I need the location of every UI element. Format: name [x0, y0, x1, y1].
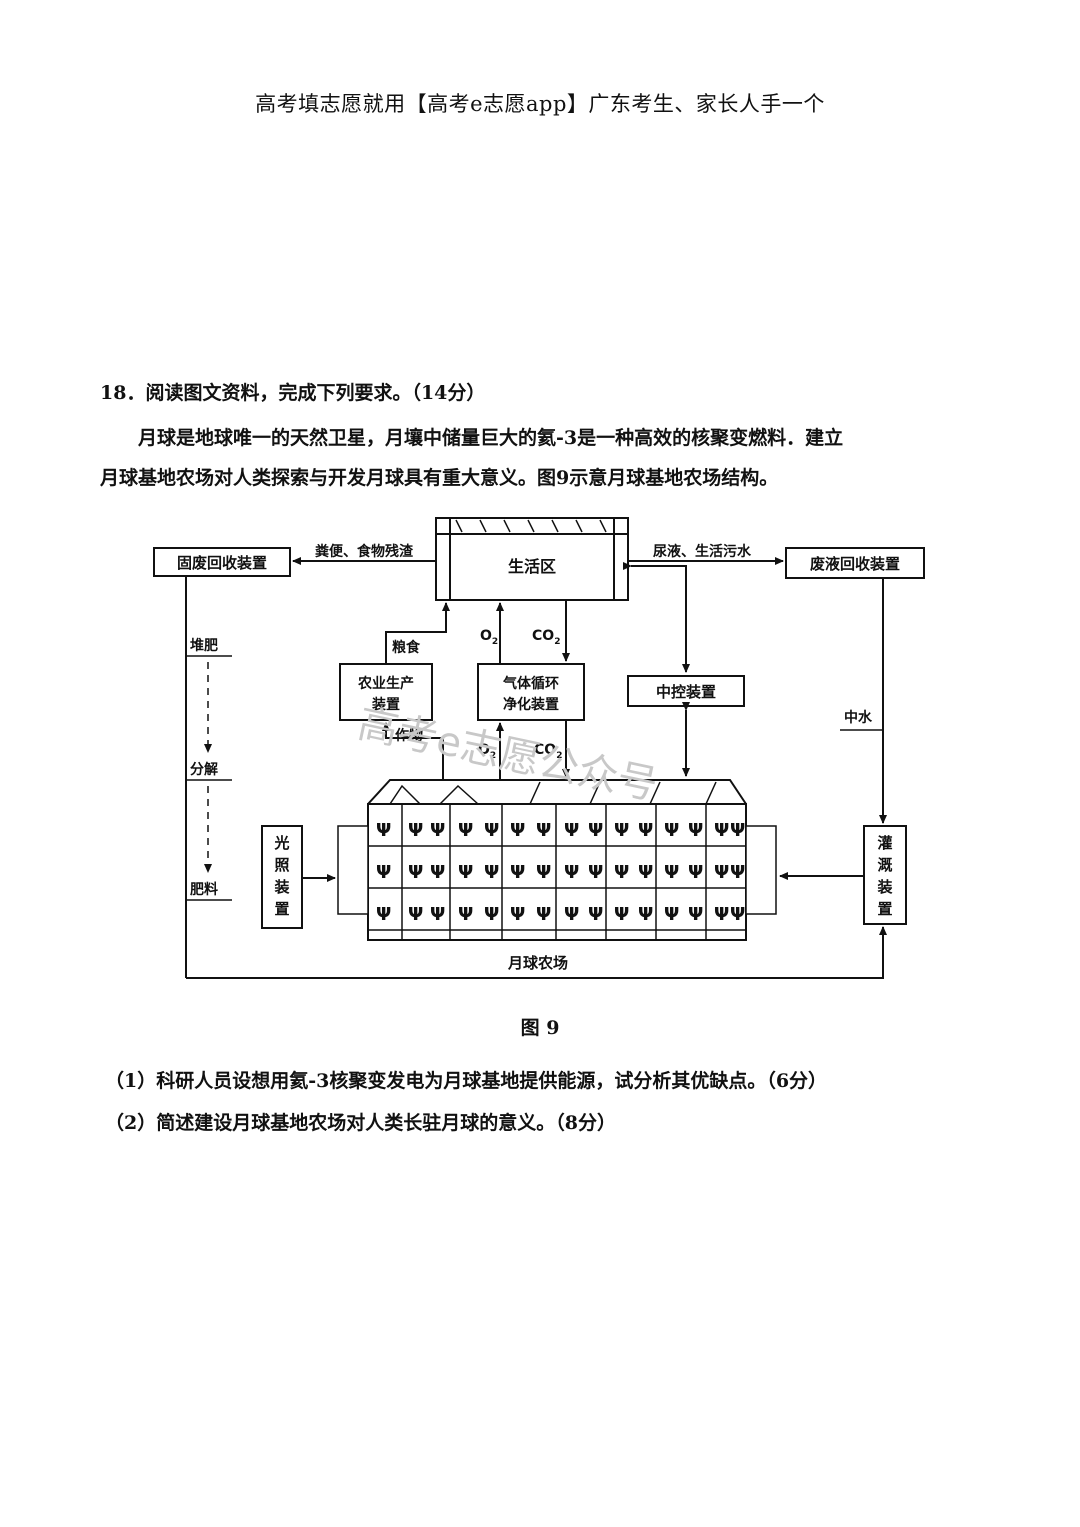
light-char-4: 置 [274, 900, 289, 918]
plant-icon: Ψ [714, 904, 729, 925]
figure-caption: 图 9 [520, 1017, 560, 1039]
plant-icon: Ψ [536, 820, 551, 841]
urine-sewage-label: 尿液、生活污水 [653, 543, 752, 560]
plant-icon: Ψ [638, 862, 653, 883]
sub-question-1: （1）科研人员设想用氦-3核聚变发电为月球基地提供能源，试分析其优缺点。（6分） [105, 1070, 828, 1092]
question-title: 18．阅读图文资料，完成下列要求。（14分） [100, 382, 486, 404]
plant-icon: Ψ [536, 862, 551, 883]
plant-icon: Ψ [510, 862, 525, 883]
plant-icon: Ψ [564, 904, 579, 925]
plant-icon: Ψ [730, 904, 745, 925]
plant-icon: Ψ [688, 862, 703, 883]
control-living-arrow [623, 562, 690, 673]
plant-icon: Ψ [408, 862, 423, 883]
fertilizer-return-arrow [186, 926, 887, 979]
plant-icon: Ψ [458, 904, 473, 925]
plant-icon: Ψ [458, 862, 473, 883]
plant-icon: Ψ [730, 820, 745, 841]
living-area: 生活区 [435, 517, 629, 601]
plant-icon: Ψ [430, 862, 445, 883]
light-char-2: 照 [274, 856, 289, 874]
plant-icon: Ψ [614, 820, 629, 841]
light-char-1: 光 [273, 834, 289, 852]
plant-icon: Ψ [614, 904, 629, 925]
co2-label-bottom: CO2 [534, 742, 562, 761]
plant-icon: Ψ [376, 862, 391, 883]
o2-label-top: O2 [480, 628, 498, 647]
plant-icon: Ψ [664, 862, 679, 883]
plant-icon: Ψ [714, 820, 729, 841]
plant-icon: Ψ [430, 904, 445, 925]
plant-icon: Ψ [484, 904, 499, 925]
sub-question-2: （2）简述建设月球基地农场对人类长驻月球的意义。（8分） [105, 1112, 616, 1134]
co2-label-top: CO2 [532, 628, 560, 647]
control-label: 中控装置 [656, 683, 716, 701]
plant-icon: Ψ [664, 820, 679, 841]
farm-label: 月球农场 [507, 954, 568, 972]
living-area-label: 生活区 [508, 557, 556, 576]
plant-icon: Ψ [484, 862, 499, 883]
grain-label: 粮食 [392, 639, 421, 656]
crops-label: 作物 [395, 727, 423, 744]
lunar-farm-diagram: 生活区 固废回收装置 废液回收装置 粪便、食物残渣 尿液、生活污水 农业生产 装… [153, 517, 925, 979]
irrigation-char-3: 装 [876, 878, 893, 896]
plant-icon: Ψ [510, 904, 525, 925]
grain-arrow [385, 602, 450, 664]
solid-waste-label: 固废回收装置 [177, 554, 267, 572]
feces-food-label: 粪便、食物残渣 [315, 543, 414, 560]
plant-icon: Ψ [688, 904, 703, 925]
compost-label: 堆肥 [190, 637, 218, 654]
solid-waste-box [153, 547, 291, 577]
plant-icon: Ψ [376, 820, 391, 841]
greywater-label: 中水 [844, 709, 873, 726]
gas-label-1: 气体循环 [502, 675, 559, 692]
gas-label-2: 净化装置 [503, 696, 559, 713]
agri-device-box [339, 663, 433, 721]
plant-icon: Ψ [714, 862, 729, 883]
irrigation-device-box [863, 825, 907, 925]
plant-icon: Ψ [510, 820, 525, 841]
plant-icon: Ψ [376, 904, 391, 925]
liquid-waste-label: 废液回收装置 [810, 555, 900, 573]
liquid-waste-box [785, 547, 925, 579]
plant-icon: Ψ [536, 904, 551, 925]
gas-device-box [477, 663, 585, 721]
question-paragraph: 月球是地球唯一的天然卫星，月壤中储量巨大的氦-3是一种高效的核聚变燃料．建立 月… [100, 418, 990, 498]
paragraph-line-2: 月球基地农场对人类探索与开发月球具有重大意义。图9示意月球基地农场结构。 [100, 467, 779, 489]
irrigation-char-4: 置 [877, 900, 892, 918]
plant-icon: Ψ [408, 904, 423, 925]
paragraph-line-1: 月球是地球唯一的天然卫星，月壤中储量巨大的氦-3是一种高效的核聚变燃料．建立 [138, 427, 844, 449]
agri-label-1: 农业生产 [357, 675, 414, 692]
irrigation-char-1: 灌 [877, 834, 892, 852]
control-device-box [627, 675, 745, 707]
plant-icon: Ψ [588, 820, 603, 841]
plant-icon: Ψ [484, 820, 499, 841]
plant-icon: Ψ [638, 820, 653, 841]
plant-icon: Ψ [730, 862, 745, 883]
page-header: 高考填志愿就用【高考e志愿app】广东考生、家长人手一个 [255, 92, 825, 116]
plant-icon: Ψ [638, 904, 653, 925]
irrigation-char-2: 溉 [877, 856, 892, 874]
plant-icon: Ψ [664, 904, 679, 925]
plant-icon: Ψ [614, 862, 629, 883]
agri-label-2: 装置 [371, 696, 400, 713]
light-char-3: 装 [273, 878, 290, 896]
plant-icon: Ψ [564, 820, 579, 841]
plant-icon: Ψ [588, 862, 603, 883]
plant-icon: Ψ [688, 820, 703, 841]
fertilizer-label: 肥料 [190, 881, 218, 898]
plant-icon: Ψ [408, 820, 423, 841]
o2-label-bottom: O2 [478, 742, 496, 761]
crops-arrow [382, 722, 444, 780]
plant-icon: Ψ [430, 820, 445, 841]
plant-icon: Ψ [564, 862, 579, 883]
decompose-label: 分解 [190, 761, 218, 778]
plant-icon: Ψ [588, 904, 603, 925]
plant-icon: Ψ [458, 820, 473, 841]
